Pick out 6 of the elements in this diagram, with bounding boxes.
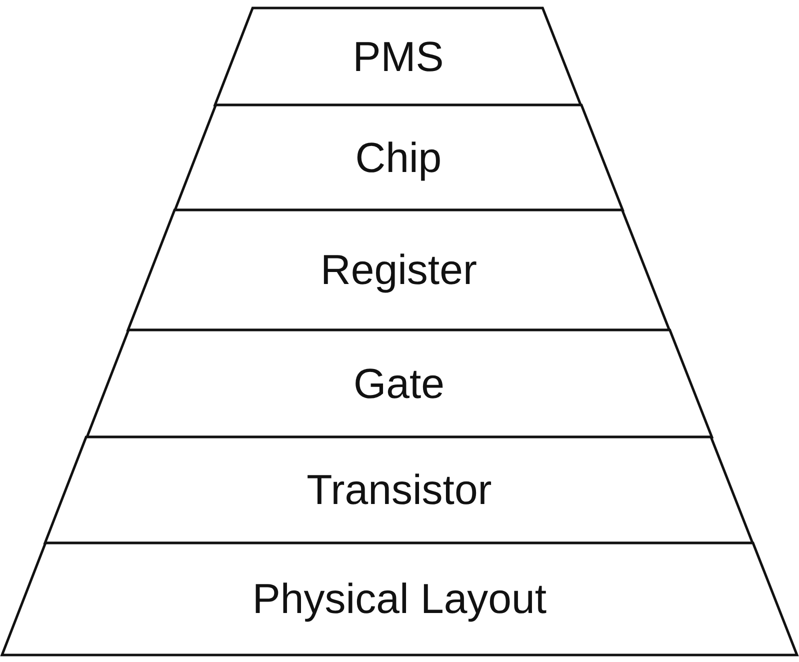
level-label: Register — [320, 246, 477, 294]
level-label: Gate — [353, 360, 445, 408]
level-label: Chip — [355, 134, 442, 182]
level-label: Transistor — [306, 466, 492, 514]
level-label: Physical Layout — [252, 575, 547, 623]
level-label: PMS — [352, 32, 444, 80]
